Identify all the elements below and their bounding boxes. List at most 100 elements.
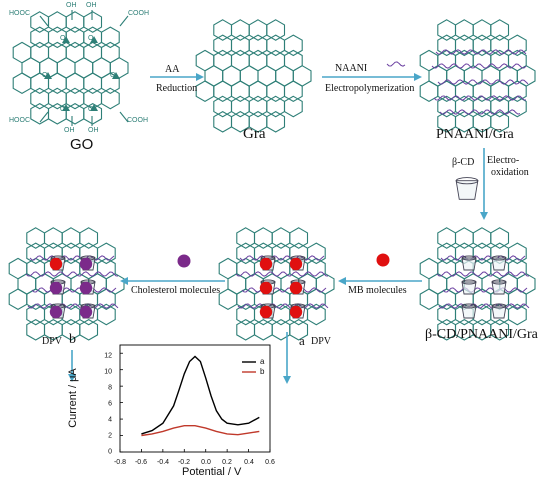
step-label-dpv-left: DPV [42,336,63,347]
cd-chain-0-0 [29,255,115,261]
cd-chain-1-3 [237,303,329,309]
chart-xtick-6: 0.4 [244,459,254,466]
pnaani-chain-1 [431,63,527,69]
cd-cup-right-1 [491,257,507,271]
pnaani-chain-4 [439,109,521,115]
go-bond-1 [119,15,129,27]
mb-molecule-1 [289,257,303,271]
chart-series-b [141,425,260,437]
bound-molecule-5 [79,305,93,319]
step-label-electropolymerization: Electropolymerization [325,83,415,94]
bound-molecule-4 [49,305,63,319]
cd-cup-right-2 [461,281,477,295]
step-label-reduction: Reduction [156,83,198,94]
chart-xtick-5: 0.2 [222,459,232,466]
mb-sheet [218,227,335,341]
mb-molecule-2 [259,281,273,295]
pnaani-chain-2 [437,79,529,85]
go-group-o-6: O [88,106,94,113]
dpv-chart [119,344,271,453]
cd-cup-right-2-rim [461,279,477,285]
go-bond-3 [119,111,129,123]
bound-molecule-3 [79,281,93,295]
bound-molecule-0 [49,257,63,271]
chart-xlabel: Potential / V [182,466,242,478]
cd-chain-2-2 [442,287,528,293]
beta-cd-cup-rim [455,177,479,185]
chart-frame [119,344,271,453]
cd-chain-0-1 [25,271,119,277]
go-group-oh-top-right: OH [86,2,97,9]
go-epoxy-2 [44,72,52,79]
chart-ytick-3: 6 [108,400,112,408]
go-group-oh-bottom-left: OH [64,127,75,134]
go-group-hooc-bottom: HOOC [9,117,30,124]
go-epoxy-4 [62,104,70,111]
chart-ytick-5: 10 [104,368,112,376]
chart-legend-a: a [260,357,265,366]
go-epoxy-1 [90,36,98,43]
label-gra: Gra [243,126,266,142]
label-pnaani-gra: PNAANI/Gra [436,127,514,142]
step-label-b: b [69,332,76,347]
go-bond-0 [39,15,49,27]
mb-molecule-0 [259,257,273,271]
cd-cup-right-0 [461,257,477,271]
cd-cup-right-5-rim [491,303,507,309]
chart-ytick-6: 12 [104,352,112,360]
go-group-cooh-bottom: COOH [127,117,148,124]
label-go: GO [70,136,94,153]
step-label-dpv-right: DPV [311,336,332,347]
cd-cup-right-4-rim [461,303,477,309]
mb-molecule-3 [289,281,303,295]
label-cd-pnaani-gra: β-CD/PNAANI/Gra [425,327,538,342]
step-label-electro: Electro- [487,155,520,166]
cd-chain-1-2 [241,287,327,293]
chart-xtick-3: -0.2 [177,459,191,466]
chart-xtick-2: -0.4 [156,459,170,466]
cd-pnaani-gra-sheet [419,227,536,341]
cholesterol-sheet [8,227,125,341]
pnaani-chain-3 [433,95,527,101]
step-label-aa: AA [165,64,180,75]
go-epoxy-5 [90,104,98,111]
go-group-o-4: O [110,72,116,79]
pnaani-chain-0 [435,49,527,55]
go-group-cooh-top: COOH [128,10,149,17]
mb-molecule-icon [376,253,390,267]
mb-molecule-5 [289,305,303,319]
go-group-o-1: O [60,35,66,42]
step-label-cholesterol-molecules: Cholesterol molecules [131,285,221,296]
chart-xtick-1: -0.6 [134,459,148,466]
gra-sheet [195,19,312,133]
chart-xtick-4: 0.0 [201,459,211,466]
cd-chain-2-0 [440,255,526,261]
bound-molecule-1 [79,257,93,271]
chart-xtick-7: 0.6 [265,459,275,466]
chart-ylabel: Current / μA [67,368,79,428]
beta-cd-cup [455,180,479,200]
pnaani-gra-sheet [419,19,536,133]
go-bond-2 [39,111,49,123]
step-label-a: a [299,333,305,348]
chart-xtick-0: -0.8 [113,459,127,466]
cholesterol-molecule-icon [177,254,191,268]
chart-series-a [141,355,260,435]
chart-ytick-0: 0 [108,448,112,456]
chart-ytick-1: 2 [108,432,112,440]
cd-chain-0-2 [31,287,117,293]
cd-chain-1-1 [235,271,329,277]
cd-cup-right-5 [491,305,507,319]
go-group-hooc-top: HOOC [9,10,30,17]
cd-cup-right-0-rim [461,255,477,261]
go-group-oh-bottom-right: OH [88,127,99,134]
cd-chain-2-3 [438,303,530,309]
cd-chain-1-0 [239,255,325,261]
cd-cup-right-3-rim [491,279,507,285]
go-group-o-3: O [42,72,48,79]
step-label-mb-molecules: MB molecules [348,285,407,296]
go-group-o-2: O [88,35,94,42]
go-epoxy-3 [112,72,120,79]
go-group-o-5: O [60,106,66,113]
